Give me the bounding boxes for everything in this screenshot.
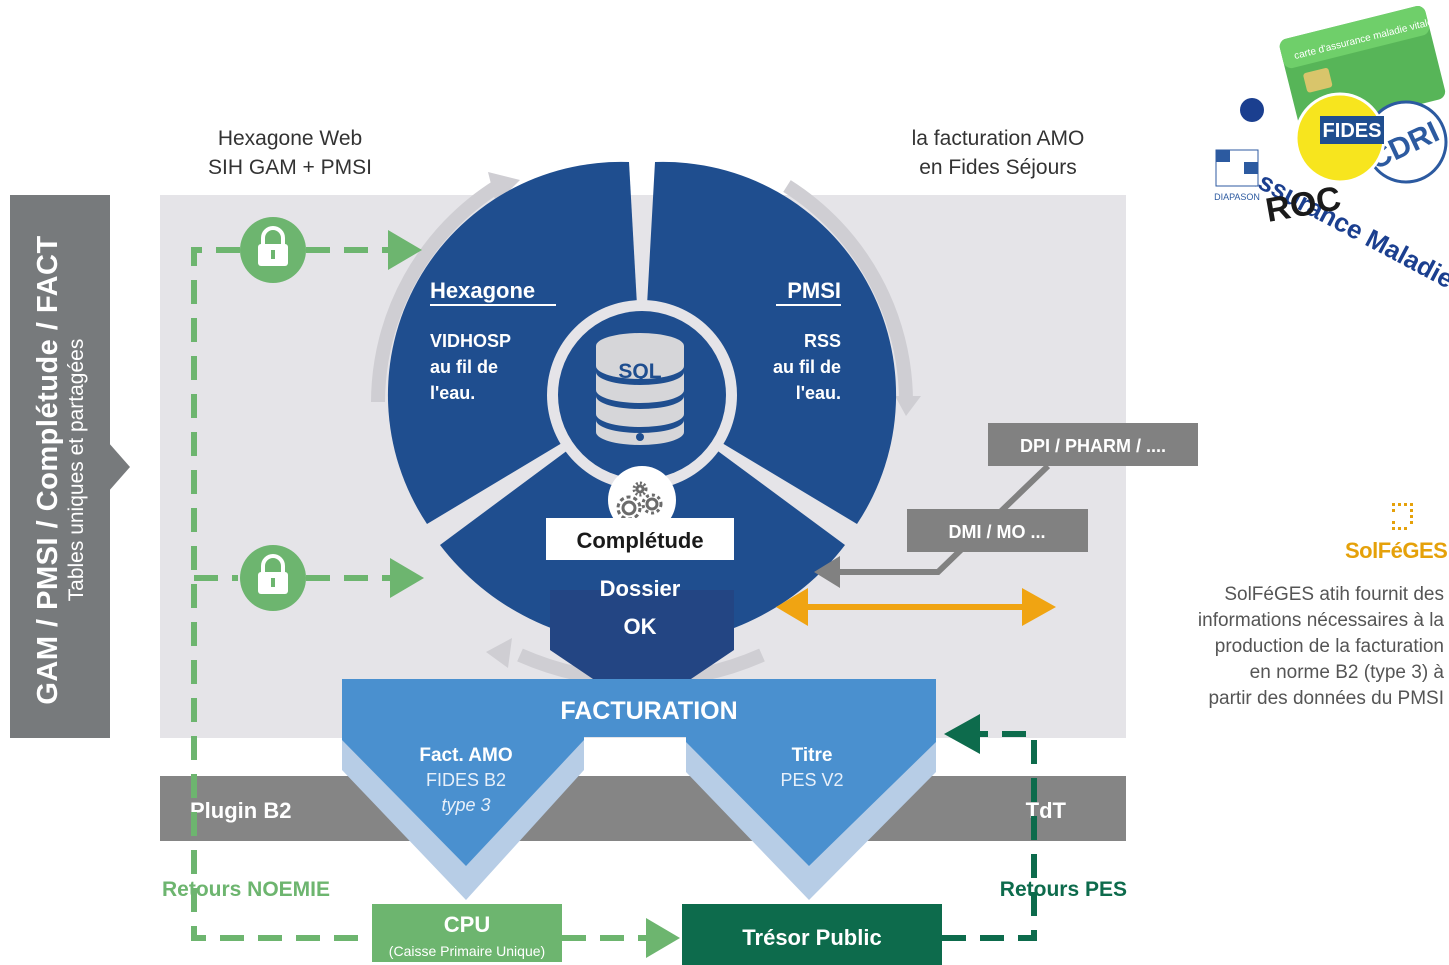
solfeges-logo-text: SolFéGES: [1345, 538, 1448, 563]
dmi-arrowhead: [814, 556, 840, 588]
orange-double-arrow: [776, 588, 1056, 626]
cycle-arrowhead-left: [488, 172, 520, 204]
pmsi-line3: l'eau.: [796, 383, 841, 403]
header-left-line2: SIH GAM + PMSI: [208, 156, 372, 179]
hexagone-line2: au fil de: [430, 357, 498, 377]
pmsi-title: PMSI: [787, 278, 841, 303]
hexagone-title: Hexagone: [430, 278, 535, 303]
fact-amo-line2: FIDES B2: [426, 770, 506, 790]
fact-amo-line3: type 3: [441, 795, 490, 815]
dpi-label: DPI / PHARM / ....: [1020, 436, 1166, 456]
pmsi-line2: au fil de: [773, 357, 841, 377]
main-disc: [387, 161, 897, 712]
noemie-arrowhead-mid: [390, 558, 424, 598]
left-tab: [10, 195, 110, 738]
tresor-box: [682, 904, 942, 965]
cycle-arrow-left: [371, 180, 502, 403]
ok-label: OK: [624, 614, 657, 639]
lock-icon-mid: [240, 545, 306, 611]
header-left: Hexagone Web SIH GAM + PMSI: [160, 124, 420, 182]
pes-arrowhead: [944, 714, 980, 754]
dmi-box: [907, 509, 1088, 552]
cpu-title: CPU: [444, 912, 490, 937]
solfeges-note: SolFéGES atih fournit des informations n…: [1130, 582, 1444, 712]
pmsi-line1: RSS: [804, 331, 841, 351]
cpu-box: [372, 904, 562, 962]
titre-triangle: [686, 737, 936, 866]
header-left-line1: Hexagone Web: [217, 127, 363, 150]
solfeges-dots-icon: [1392, 503, 1413, 530]
cpu-subtitle: (Caisse Primaire Unique): [389, 943, 545, 959]
tresor-label: Trésor Public: [742, 925, 881, 950]
noemie-arrowhead-cpu: [646, 918, 680, 958]
plugin-b2-label: Plugin B2: [190, 798, 291, 823]
solfeges-note-line: informations nécessaires à la: [1197, 610, 1444, 631]
fact-amo-triangle: [342, 737, 584, 866]
facturation-block: [342, 679, 936, 900]
sql-label: SQL: [618, 360, 661, 383]
retours-noemie-label: Retours NOEMIE: [162, 878, 330, 901]
logo-collage: carte d'assurance maladie vitale l'Assur…: [1214, 6, 1449, 294]
header-right-line1: la facturation AMO: [911, 127, 1085, 150]
fact-amo-line1: Fact. AMO: [419, 745, 512, 766]
cycle-arrow-right: [783, 180, 913, 403]
segment-pmsi: [642, 161, 897, 525]
segment-hexagone: [387, 161, 642, 525]
completude-label: Complétude: [576, 528, 703, 553]
diapason-text: DIAPASON: [1214, 192, 1260, 202]
left-tab-pointer: [108, 442, 130, 492]
dpi-box: [988, 423, 1198, 466]
header-right: la facturation AMO en Fides Séjours: [868, 124, 1128, 182]
hexagone-line3: l'eau.: [430, 383, 475, 403]
cycle-arrowhead-right: [895, 396, 921, 416]
pes-loop: [942, 731, 1037, 941]
noemie-loop: [191, 247, 646, 941]
dmi-label: DMI / MO ...: [949, 522, 1046, 542]
dpi-connector: [838, 463, 1051, 575]
dossier-point: [550, 590, 734, 712]
diapason-logo: DIAPASON: [1214, 149, 1260, 202]
noemie-arrowhead-top: [388, 230, 422, 270]
header-right-line2: en Fides Séjours: [919, 156, 1077, 179]
hexagone-line1: VIDHOSP: [430, 331, 511, 351]
lock-icon-top: [240, 217, 306, 283]
titre-line1: Titre: [792, 745, 833, 766]
solfeges-note-line: en norme B2 (type 3) à: [1249, 662, 1444, 683]
cycle-arrowhead-bottom: [486, 638, 512, 668]
retours-pes-label: Retours PES: [1000, 878, 1127, 901]
solfeges-note-line: SolFéGES atih fournit des: [1224, 584, 1444, 605]
plugin-band: [160, 776, 1126, 841]
facturation-bar: [342, 679, 936, 737]
solfeges-note-line: partir des données du PMSI: [1208, 688, 1444, 709]
fides-logo: FIDES: [1294, 92, 1386, 184]
facturation-title: FACTURATION: [560, 697, 737, 725]
database-icon: [596, 333, 684, 445]
completude-box: [546, 518, 734, 560]
solfeges-note-line: production de la facturation: [1214, 636, 1444, 657]
dossier-label: Dossier: [600, 576, 681, 601]
titre-line2: PES V2: [780, 770, 843, 790]
fides-text: FIDES: [1323, 120, 1382, 142]
